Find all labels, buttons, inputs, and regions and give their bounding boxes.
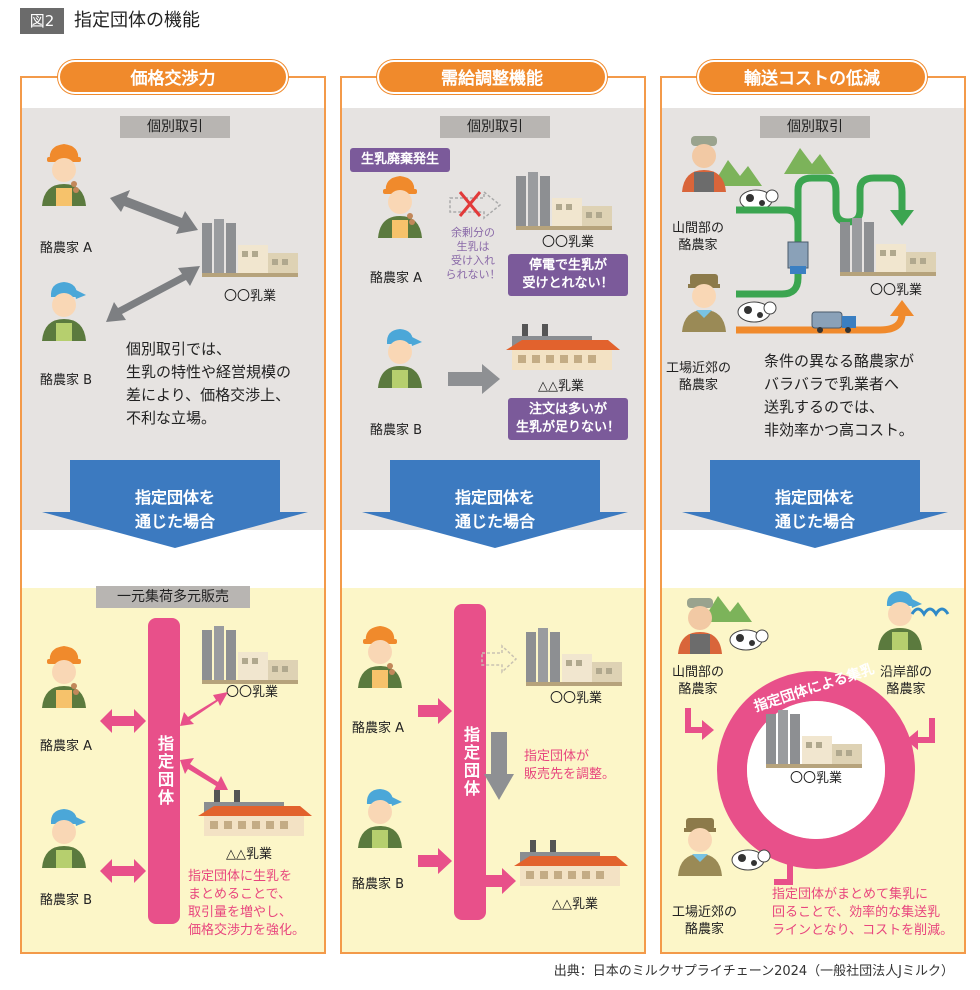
b-wave-icon (910, 607, 950, 617)
b-farmer-a-icon (358, 626, 402, 688)
b-arrow-farmer-b (418, 848, 452, 874)
power-outage-box: 停電で生乳が受けとれない！ (508, 254, 628, 296)
factory-icon (202, 219, 298, 277)
b-factory-2-icon (198, 790, 312, 836)
figure-title: 指定団体の機能 (74, 10, 200, 31)
b-arrow-farmer-a (418, 698, 452, 724)
cow-icon-2 (737, 301, 777, 323)
arrow-label: 指定団体を通じた場合 (134, 488, 215, 531)
b-farmer-b-label: 酪農家 B (352, 877, 405, 892)
source-note: 出典：日本のミルクサプライチェーン2024（一般社団法人Jミルク） (553, 964, 954, 979)
b-company-1-label: 〇〇乳業 (226, 685, 279, 700)
arrow-label: 指定団体を通じた場合 (454, 488, 535, 531)
b-arrow-company-1 (180, 692, 228, 726)
b-description: 指定団体がまとめて集乳に回ることで、効率的な集送乳ラインとなり、コストを削減。 (772, 887, 954, 938)
b-mountain-cow-icon (729, 629, 769, 651)
unified-collection-tag: 一元集荷多元販売 (96, 586, 250, 608)
b-down-gray-arrow (484, 732, 514, 800)
b-arrow-company-2 (482, 868, 516, 894)
b-description: 指定団体が販売先を調整。 (524, 749, 616, 782)
figure-tag: 図2 (20, 8, 64, 34)
column-title: 需給調整機能 (377, 60, 607, 94)
farmer-a-icon (42, 144, 86, 206)
b-arrow-farmer-a (100, 709, 146, 733)
column-title: 輸送コストの低減 (697, 60, 927, 94)
b-coast-farmer-label: 沿岸部の酪農家 (880, 665, 933, 697)
b-arrow-factory-farmer (774, 844, 800, 885)
down-arrow (682, 460, 948, 548)
b-factory-cow-icon (731, 849, 771, 871)
b-arrow-company-2 (180, 758, 228, 790)
designated-org-bar: 指定団体 (454, 604, 486, 920)
truck-icon-1 (787, 241, 809, 274)
shortage-box: 注文は多いが生乳が足りない！ (508, 398, 628, 440)
b-company-label: 〇〇乳業 (790, 771, 843, 786)
individual-tag: 個別取引 (760, 116, 870, 138)
ring-bottom-label: 集送乳コストの低減 (773, 810, 858, 839)
farmer-b-icon (378, 329, 422, 388)
b-company-2-label: △△乳業 (552, 897, 598, 912)
factory-farmer-label: 工場近郊の酪農家 (666, 361, 732, 393)
individual-tag: 個別取引 (440, 116, 550, 138)
company-1-label: 〇〇乳業 (542, 235, 595, 250)
factory-icon (840, 218, 936, 276)
arrow-label: 指定団体を通じた場合 (774, 488, 855, 531)
company-label: 〇〇乳業 (224, 289, 277, 304)
b-company-1-label: 〇〇乳業 (550, 691, 603, 706)
down-arrow (362, 460, 628, 548)
mountain-farmer-label: 山間部の酪農家 (672, 221, 725, 253)
b-factory2-icon (514, 840, 628, 886)
individual-tag: 個別取引 (120, 116, 230, 138)
surplus-note: 余剰分の生乳は受け入れられない！ (445, 226, 501, 281)
b-arrow-mountain (685, 708, 714, 740)
column-title: 価格交渉力 (58, 60, 288, 94)
double-arrow-top (110, 190, 198, 234)
b-company-2-label: △△乳業 (226, 847, 272, 862)
waste-badge: 生乳廃棄発生 (350, 148, 450, 172)
double-arrow-bottom (106, 266, 200, 322)
b-farmer-a-label: 酪農家 A (40, 739, 93, 754)
description-text: 個別取引では、生乳の特性や経営規模の差により、価格交渉上、不利な立場。 (126, 340, 292, 427)
b-mountain-farmer-label: 山間部の酪農家 (672, 665, 725, 697)
farmer-a-label: 酪農家 A (370, 271, 423, 286)
blocked-arrow-icon (449, 190, 502, 220)
farmer-a-icon (378, 176, 422, 238)
b-farmer-b-label: 酪農家 B (40, 893, 93, 908)
b-factory-icon (526, 628, 622, 686)
b-farmer-a-label: 酪農家 A (352, 721, 405, 736)
company-2-label: △△乳業 (538, 379, 584, 394)
b-farmer-b-icon (358, 789, 402, 848)
down-arrow (42, 460, 308, 548)
truck-icon-2 (811, 311, 856, 333)
farmer-b-label: 酪農家 B (370, 423, 423, 438)
b-factory-1-icon (202, 626, 298, 684)
b-dashed-arrow (481, 644, 518, 674)
description-text: 条件の異なる酪農家がバラバラで乳業者へ送乳するのでは、非効率かつ高コスト。 (764, 352, 915, 439)
b-farmer-a-icon (42, 646, 86, 708)
gray-arrow-icon (448, 364, 500, 394)
factory-icon (516, 172, 612, 230)
b-factory-icon (766, 710, 862, 768)
farmer-a-label: 酪農家 A (40, 241, 93, 256)
b-arrow-coast (906, 718, 935, 750)
factory2-icon (506, 324, 620, 370)
b-arrow-farmer-b (100, 859, 146, 883)
designated-org-bar: 指定団体 (148, 618, 180, 924)
farmer-b-label: 酪農家 B (40, 373, 93, 388)
company-label: 〇〇乳業 (870, 283, 923, 298)
b-factory-farmer-label: 工場近郊の酪農家 (672, 905, 738, 937)
b-description: 指定団体に生乳をまとめることで、取引量を増やし、価格交渉力を強化。 (188, 869, 306, 938)
